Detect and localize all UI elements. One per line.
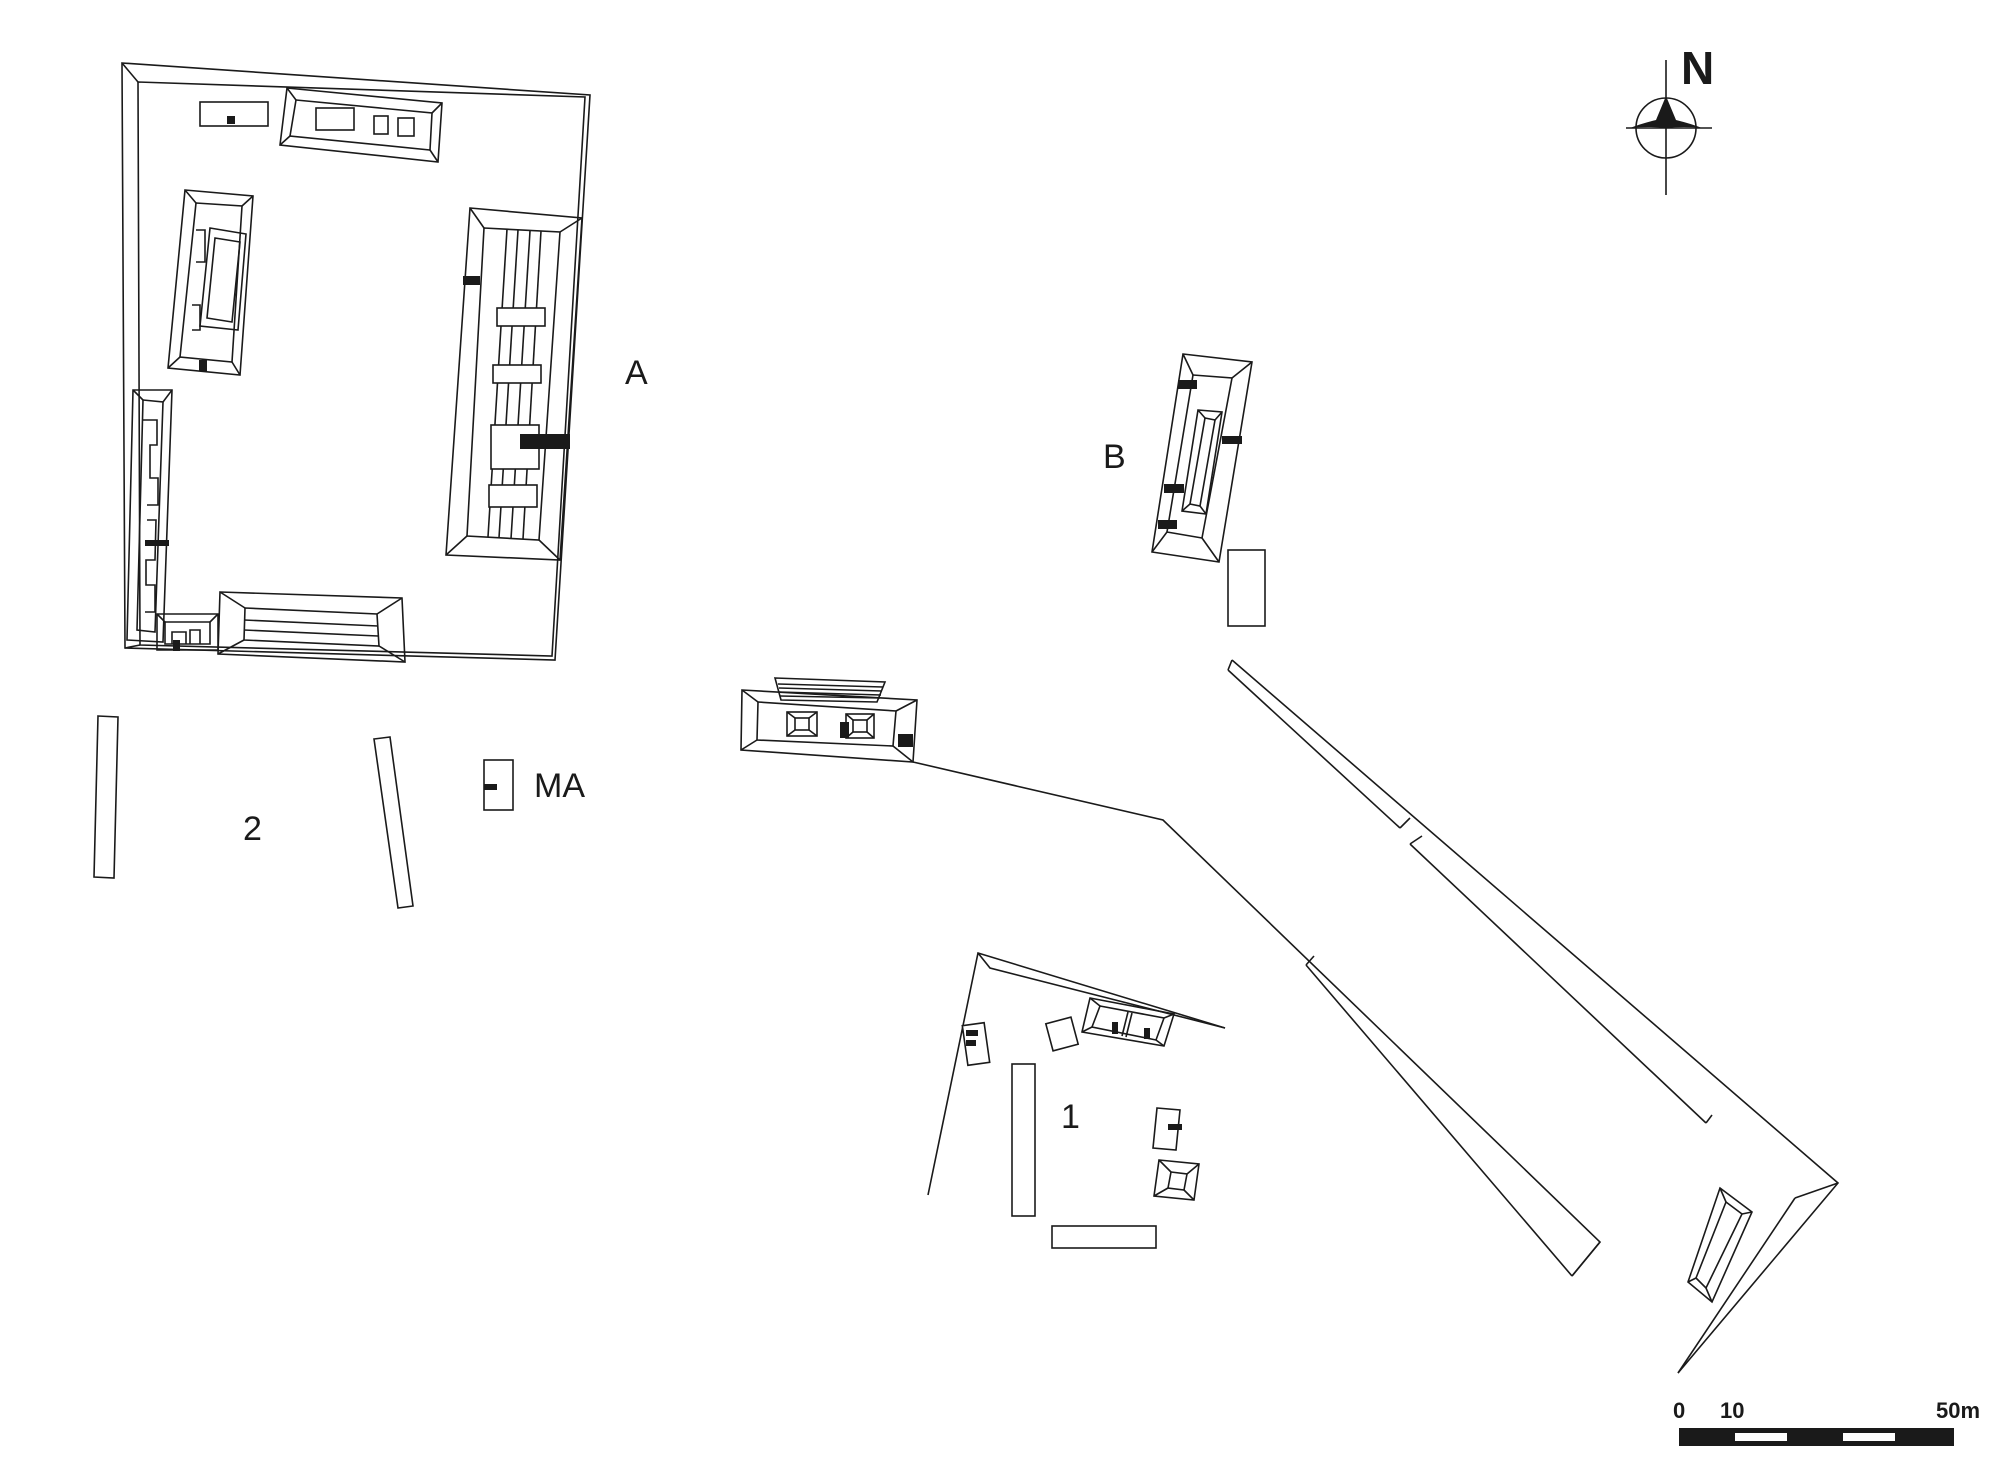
label-area-1: 1 <box>1061 1098 1080 1136</box>
complex-b <box>1151 353 1266 627</box>
complex-a-east-range <box>445 207 583 561</box>
label-area-2: 2 <box>243 810 262 848</box>
north-arrow-icon: N <box>1626 42 1714 195</box>
scale-tick-10: 10 <box>1720 1398 1744 1423</box>
complex-b-annex <box>1227 549 1266 627</box>
north-letter: N <box>1681 42 1714 94</box>
area-1-square-building <box>1153 1159 1200 1201</box>
complex-a <box>121 62 591 663</box>
area-ma <box>483 759 514 811</box>
southeast-wall-b <box>1231 659 1840 1374</box>
complex-a-west-lower-building <box>126 389 173 643</box>
area-1-twin-building <box>1081 997 1176 1047</box>
scale-tick-50m: 50m <box>1936 1398 1980 1423</box>
scale-tick-0: 0 <box>1673 1398 1685 1423</box>
label-complex-a: A <box>625 354 648 392</box>
complex-a-west-upper-building <box>167 189 254 376</box>
complex-a-enclosure-inner <box>137 81 586 657</box>
complex-a-south-range <box>217 591 406 663</box>
complex-a-enclosure-outer <box>121 62 591 661</box>
outer-walls <box>912 659 1840 1374</box>
complex-a-north-range <box>279 87 443 163</box>
area-2 <box>93 715 414 909</box>
area-1 <box>927 951 1226 1249</box>
label-complex-b: B <box>1103 438 1126 476</box>
label-area-ma: MA <box>534 767 585 805</box>
central-gatehouse <box>740 677 918 763</box>
scale-bar: 0 10 50m <box>1673 1398 1980 1446</box>
